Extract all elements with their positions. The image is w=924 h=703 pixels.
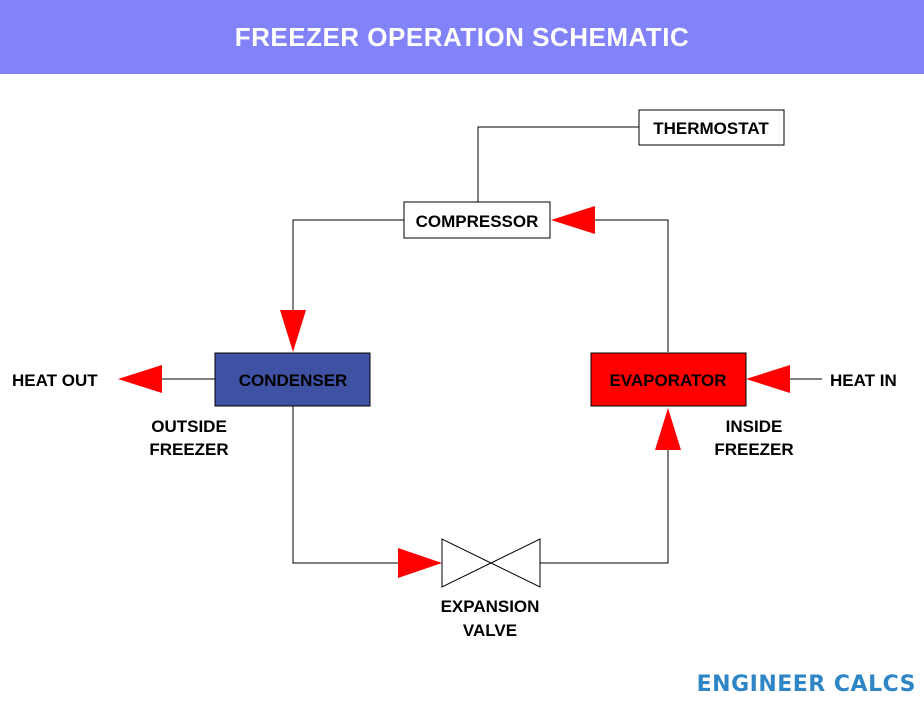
outside-freezer-line1: OUTSIDE — [151, 417, 227, 436]
outside-freezer-line2: FREEZER — [149, 440, 228, 459]
thermostat-line — [477, 126, 639, 202]
logo-word-1: ENGINEER — [696, 672, 826, 697]
heat-out-label: HEAT OUT — [12, 371, 98, 390]
condenser-to-valve-line — [292, 406, 400, 564]
engineer-calcs-logo: ENGINEER CALCS — [697, 672, 916, 697]
page-title: FREEZER OPERATION SCHEMATIC — [234, 21, 690, 52]
arrow-into-condenser — [280, 310, 306, 352]
inside-freezer-line1: INSIDE — [726, 417, 783, 436]
condenser-box: CONDENSER — [214, 352, 371, 407]
logo-word-2: CALCS — [833, 672, 916, 697]
evaporator-to-compressor-line — [595, 219, 669, 352]
compressor-to-condenser-line — [292, 219, 404, 310]
header-bar: FREEZER OPERATION SCHEMATIC — [0, 0, 924, 74]
expansion-valve-line2: VALVE — [463, 621, 517, 640]
flow-arrows — [118, 206, 790, 578]
inside-freezer-line2: FREEZER — [714, 440, 793, 459]
arrow-into-compressor — [551, 206, 595, 234]
thermostat-box: THERMOSTAT — [638, 109, 785, 146]
connection-lines — [162, 126, 822, 564]
compressor-label: COMPRESSOR — [416, 212, 539, 231]
condenser-label: CONDENSER — [239, 371, 348, 390]
valve-to-evaporator-line — [540, 450, 669, 564]
arrow-heat-out — [118, 365, 162, 393]
compressor-box: COMPRESSOR — [403, 201, 551, 239]
evaporator-label: EVAPORATOR — [609, 371, 726, 390]
expansion-valve-symbol — [441, 538, 541, 588]
arrow-into-evaporator — [655, 408, 681, 450]
expansion-valve-line1: EXPANSION — [441, 597, 540, 616]
heat-in-label: HEAT IN — [830, 371, 897, 390]
arrow-into-valve — [398, 548, 442, 578]
arrow-heat-in — [746, 365, 790, 393]
thermostat-label: THERMOSTAT — [653, 119, 769, 138]
evaporator-box: EVAPORATOR — [590, 352, 747, 407]
